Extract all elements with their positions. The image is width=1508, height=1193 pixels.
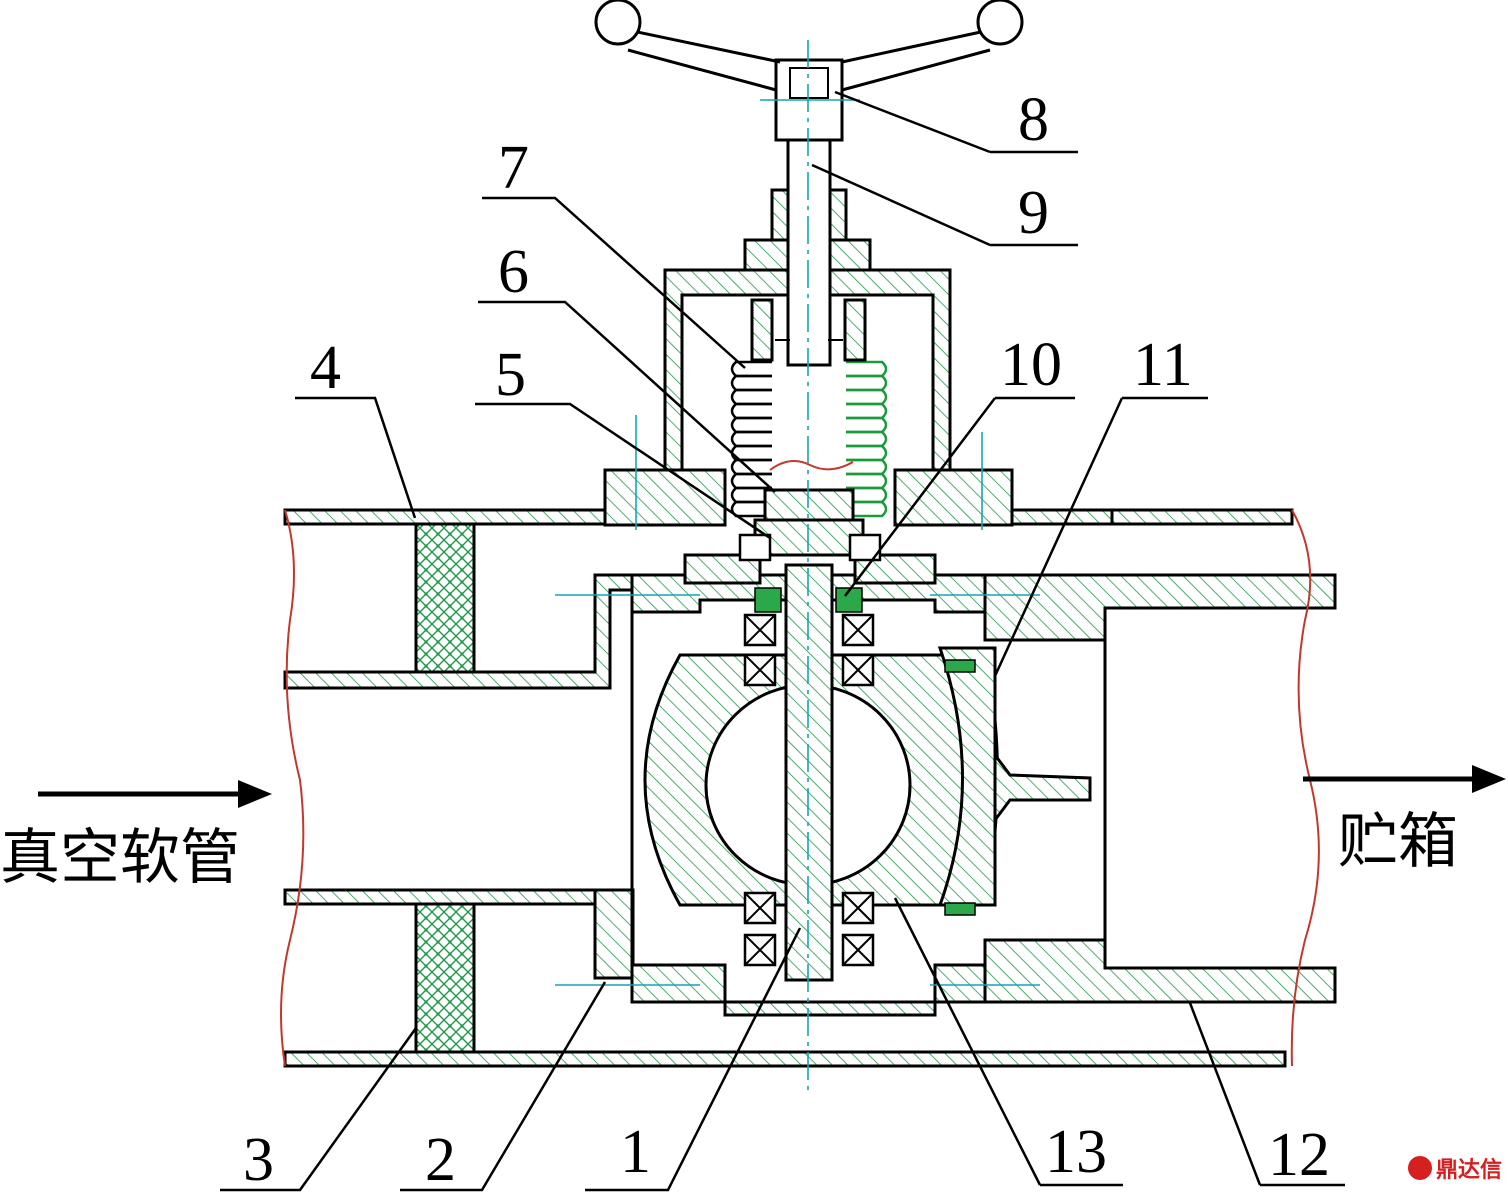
callout-2: 2	[425, 1126, 456, 1193]
callout-10: 10	[1000, 331, 1062, 399]
center-lines	[555, 40, 1040, 1095]
valve-seat	[937, 646, 1092, 916]
callout-8: 8	[1018, 86, 1049, 154]
callout-13: 13	[1045, 1118, 1107, 1186]
watermark-logo-icon	[1408, 1156, 1432, 1180]
watermark-text: 鼎达信	[1436, 1157, 1502, 1183]
outer-tube	[283, 508, 1294, 1068]
outlet-arrow	[1303, 765, 1506, 793]
callout-12: 12	[1268, 1121, 1330, 1189]
outlet-label: 贮箱	[1338, 807, 1458, 877]
outlet-pipe	[983, 573, 1337, 1004]
callout-7: 7	[498, 134, 529, 202]
callout-5: 5	[495, 341, 526, 409]
spacer-ring	[414, 522, 476, 1054]
inlet-label: 真空软管	[0, 823, 240, 893]
callout-6: 6	[498, 238, 529, 306]
callout-numbers: 8 9 7 6 4 5 10 11 3 2 1 13 12	[243, 86, 1330, 1193]
handwheel-assembly	[594, 0, 1024, 367]
watermark: 鼎达信	[1408, 1156, 1502, 1183]
valve-stem	[784, 563, 834, 982]
callout-4: 4	[310, 334, 341, 402]
callout-9: 9	[1018, 179, 1049, 247]
inlet-arrow	[38, 780, 272, 808]
callout-3: 3	[243, 1126, 274, 1193]
callout-11: 11	[1133, 331, 1193, 399]
bearings	[743, 587, 875, 967]
bellows	[730, 298, 888, 562]
flow-arrows	[38, 765, 1506, 808]
callout-1: 1	[620, 1118, 651, 1186]
leader-lines	[220, 90, 1345, 1192]
